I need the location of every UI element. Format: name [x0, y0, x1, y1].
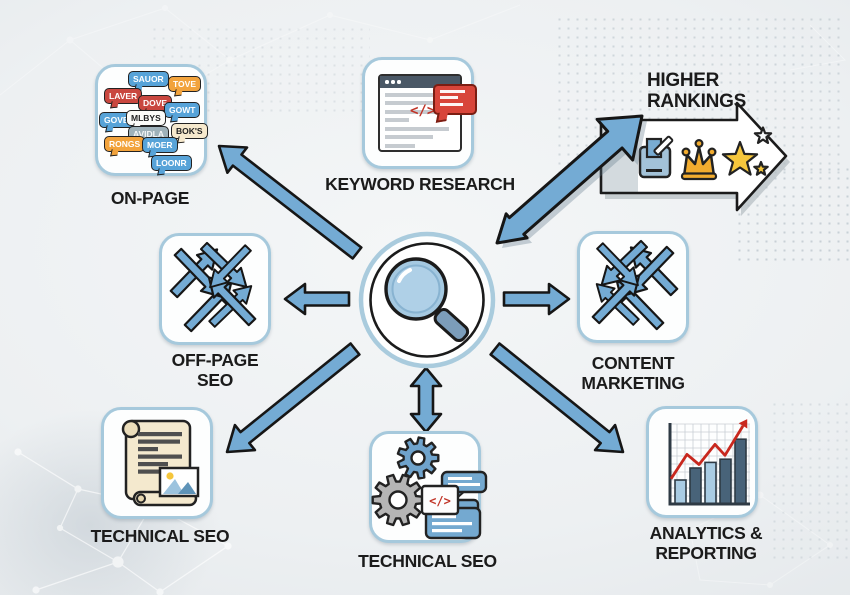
bubble-tail [174, 88, 183, 97]
arrow-center-to-content-marketing [502, 282, 571, 316]
text-line [440, 102, 463, 106]
text-line [440, 89, 465, 93]
window-dot [385, 80, 389, 84]
text-line [385, 126, 449, 131]
speech-bubble: LOONR [151, 155, 192, 176]
bubble-tail [435, 111, 449, 123]
crossing-arrows-icon [165, 237, 261, 337]
node-keyword-research: </> [362, 57, 477, 169]
text-line [440, 96, 458, 99]
label-higher-rankings: HIGHER RANKINGS [647, 70, 746, 113]
bubble-tail [110, 100, 119, 109]
chart-axes [668, 423, 750, 506]
label-on-page: ON-PAGE [110, 188, 190, 208]
speech-bubble: TOVE [168, 76, 201, 97]
chat-bubble-icon [433, 84, 477, 123]
speech-bubble: RONGS [104, 136, 146, 157]
node-off-page-seo [159, 233, 271, 345]
label-technical-seo-gears: TECHNICAL SEO [358, 551, 497, 571]
text-line [385, 109, 445, 114]
speech-bubble: MOER [142, 137, 178, 158]
code-icon: </> [420, 484, 460, 516]
node-technical-seo-document [101, 407, 213, 519]
speech-bubble: GOWT [164, 102, 201, 123]
bubble-tail [170, 114, 179, 123]
window-dot [391, 80, 395, 84]
bubble-tail [105, 124, 114, 133]
node-content-marketing [577, 231, 689, 343]
bar-chart-trend-icon [668, 419, 750, 506]
arrow-center-to-on-page [217, 144, 363, 260]
gear-icon [396, 436, 440, 480]
bubble-tail [110, 148, 119, 157]
gear-icon [371, 473, 425, 527]
arrow-center-to-technical-seo-gears [409, 366, 443, 434]
code-icon: </> [410, 103, 436, 119]
speech-bubble: SAUOR [128, 71, 169, 92]
speech-bubble: MLBYS [126, 110, 166, 131]
bubble-tail [157, 167, 166, 176]
svg-text:</>: </> [429, 494, 451, 508]
center-search-node [358, 231, 496, 369]
bubble-tail [177, 135, 186, 144]
crossing-arrows-icon [587, 235, 683, 335]
text-line [385, 92, 451, 97]
node-analytics-reporting [646, 406, 758, 518]
text-line [385, 101, 437, 105]
label-line: HIGHER [647, 70, 720, 91]
label-line: RANKINGS [647, 91, 746, 113]
text-line [385, 135, 433, 139]
arrow-center-to-analytics [489, 342, 625, 454]
node-technical-seo-gears: </> [369, 431, 488, 543]
chart-trend-line [669, 419, 748, 480]
speech-bubble: BOK'S [171, 123, 208, 144]
image-thumbnail-icon [158, 466, 200, 498]
text-line [385, 118, 409, 122]
text-line [385, 143, 415, 148]
label-analytics-reporting: ANALYTICS & REPORTING [649, 523, 763, 563]
gears-code-icon: </> [371, 436, 488, 540]
label-keyword-research: KEYWORD RESEARCH [325, 174, 515, 194]
code-panel-icon [424, 506, 482, 540]
arrow-center-to-off-page [283, 282, 351, 316]
speech-bubble: LAVER [104, 88, 143, 109]
scroll-document-image-icon [121, 419, 200, 507]
window-dot [397, 80, 401, 84]
label-technical-seo-document: TECHNICAL SEO [90, 526, 230, 546]
magnifier-icon [384, 257, 470, 343]
